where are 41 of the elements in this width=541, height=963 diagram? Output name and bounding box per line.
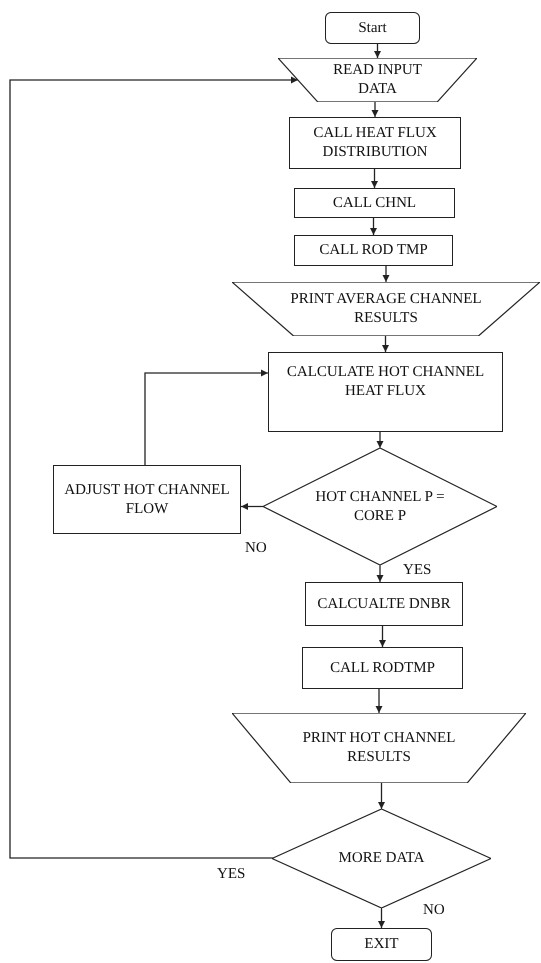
- arrow: [241, 503, 263, 510]
- process-box: [53, 465, 241, 534]
- process-box: [289, 117, 461, 169]
- node-label: CALL CHNL: [332, 194, 416, 212]
- node-label: PRINT AVERAGE CHANNEL RESULTS: [289, 290, 483, 328]
- node-label: MORE DATA: [338, 849, 424, 868]
- arrow: [378, 783, 385, 809]
- node-label: EXIT: [364, 935, 399, 954]
- arrow: [370, 218, 377, 235]
- node-label: CALL HEAT FLUX DISTRIBUTION: [312, 124, 438, 162]
- arrow: [9, 76, 298, 859]
- node-label: ADJUST HOT CHANNEL FLOW: [63, 480, 231, 518]
- node-label: PRINT HOT CHANNEL RESULTS: [302, 729, 456, 767]
- io-trapezoid: [232, 282, 540, 336]
- process-box: [268, 352, 503, 432]
- node-label: HOT CHANNEL P = CORE P: [314, 488, 446, 526]
- io-trapezoid: [232, 713, 526, 783]
- process-box: [302, 647, 463, 689]
- node-label: CALCUALTE DNBR: [317, 594, 451, 614]
- arrow: [376, 432, 384, 448]
- node-label: CALL ROD TMP: [319, 241, 428, 260]
- arrow: [371, 169, 378, 188]
- node-label: READ INPUT DATA: [332, 61, 423, 99]
- arrow: [144, 370, 268, 465]
- process-box: [294, 235, 453, 266]
- process-box: [294, 188, 455, 218]
- arrow: [378, 908, 385, 928]
- terminal-box: [331, 928, 432, 961]
- node-label: CALL RODTMP: [330, 658, 435, 678]
- arrow: [382, 336, 389, 352]
- node-label: Start: [358, 18, 387, 38]
- arrow: [372, 102, 378, 117]
- arrow: [376, 565, 384, 582]
- arrow: [374, 44, 381, 58]
- arrow: [379, 626, 386, 647]
- node-label: CALCULATE HOT CHANNEL HEAT FLUX: [286, 363, 486, 401]
- arrow: [376, 689, 382, 713]
- terminal-box: [325, 12, 420, 44]
- io-trapezoid: [278, 58, 477, 102]
- process-box: [305, 582, 463, 626]
- arrow: [382, 266, 390, 282]
